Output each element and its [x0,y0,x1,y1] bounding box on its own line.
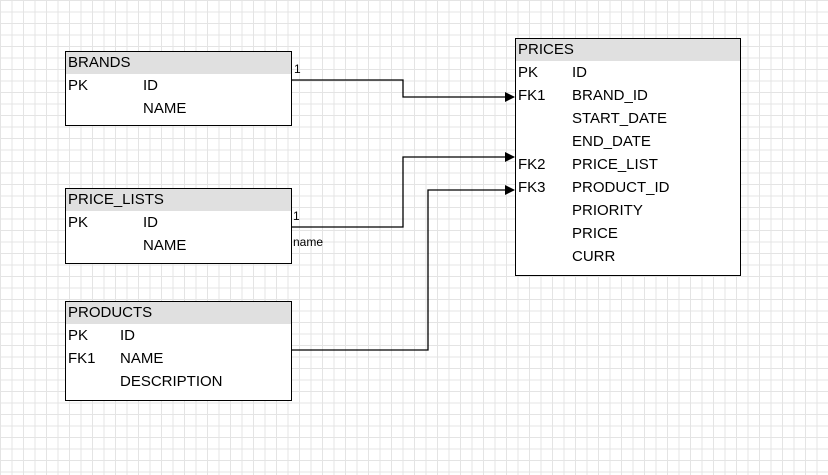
table-price-lists[interactable]: PRICE_LISTS PK ID NAME [65,188,292,264]
table-row: PRICE [516,222,740,245]
table-row: END_DATE [516,130,740,153]
table-brands[interactable]: BRANDS PK ID NAME [65,51,292,126]
table-row: PK ID [66,74,291,97]
field-name: ID [572,64,587,81]
table-title: PRODUCTS [66,302,291,324]
table-row: FK1 NAME [66,347,291,370]
table-row: FK3 PRODUCT_ID [516,176,740,199]
key-badge: FK1 [518,87,546,104]
table-row: START_DATE [516,107,740,130]
table-row: PRIORITY [516,199,740,222]
field-name: ID [143,214,158,231]
field-name: DESCRIPTION [120,373,223,390]
key-badge: PK [68,327,89,344]
field-name: PRICE [572,225,618,242]
table-products[interactable]: PRODUCTS PK ID FK1 NAME DESCRIPTION [65,301,292,401]
key-badge: PK [518,64,539,81]
table-row: PK ID [66,211,291,234]
table-row: PK ID [516,61,740,84]
field-name: PRODUCT_ID [572,179,670,196]
key-badge: PK [68,214,89,231]
connector-products-prices [291,185,515,351]
table-row: NAME [66,234,291,257]
field-name: NAME [120,350,164,367]
field-name: CURR [572,248,616,265]
field-name: START_DATE [572,110,668,127]
key-badge: FK3 [518,179,546,196]
table-row: FK2 PRICE_LIST [516,153,740,176]
field-name: BRAND_ID [572,87,648,104]
key-badge: FK1 [68,350,96,367]
price-lists-edge-name-label: name [293,235,324,249]
table-title: BRANDS [66,52,291,74]
table-row: FK1 BRAND_ID [516,84,740,107]
connector-price-lists-prices [291,152,515,228]
table-row: DESCRIPTION [66,370,291,393]
connector-brands-prices [291,79,515,102]
field-name: END_DATE [572,133,651,150]
field-name: ID [120,327,135,344]
field-name: ID [143,77,158,94]
table-row: NAME [66,97,291,120]
key-badge: PK [68,77,89,94]
table-title: PRICE_LISTS [66,189,291,211]
field-name: NAME [143,100,187,117]
table-row: PK ID [66,324,291,347]
brands-edge-cardinality: 1 [294,62,301,76]
field-name: PRICE_LIST [572,156,658,173]
field-name: PRIORITY [572,202,643,219]
table-prices[interactable]: PRICES PK ID FK1 BRAND_ID START_DATE END… [515,38,741,276]
field-name: NAME [143,237,187,254]
key-badge: FK2 [518,156,546,173]
price-lists-edge-cardinality: 1 [293,209,300,223]
table-row: CURR [516,245,740,268]
table-title: PRICES [516,39,740,61]
